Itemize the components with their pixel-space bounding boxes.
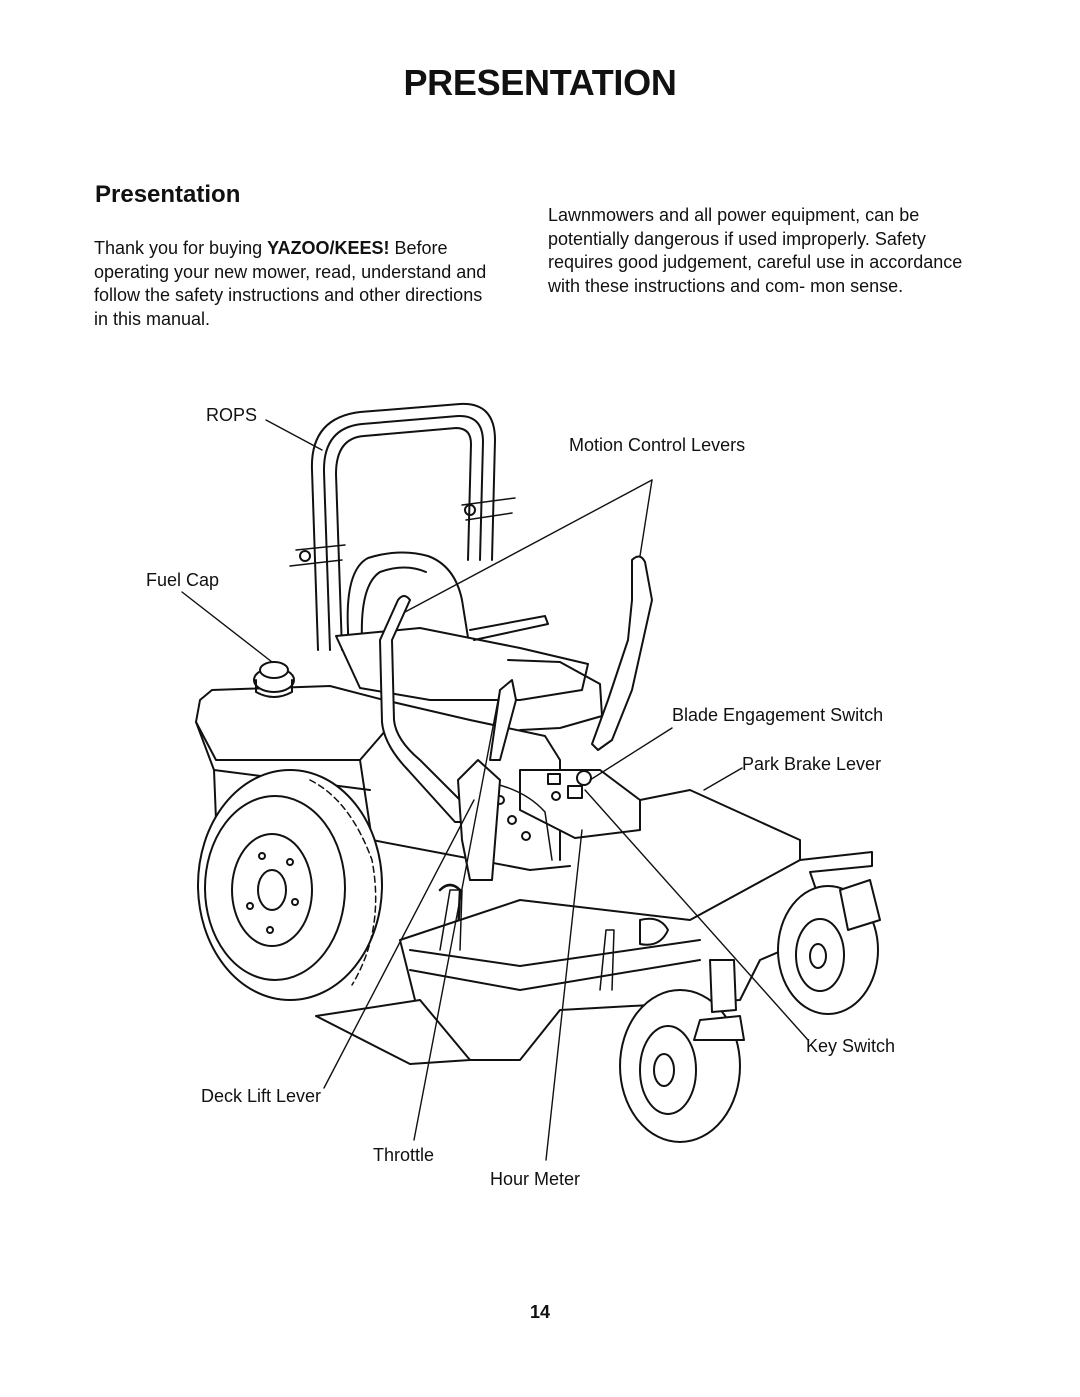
label-park-brake-lever: Park Brake Lever: [742, 754, 882, 774]
intro-paragraph: Thank you for buying YAZOO/KEES! Before …: [94, 237, 494, 331]
label-motion-control-levers: Motion Control Levers: [569, 435, 746, 455]
mower-illustration: [181, 402, 881, 1161]
mower-body: [195, 661, 571, 871]
brand-name: YAZOO/KEES!: [267, 238, 390, 258]
section-title: Presentation: [95, 181, 241, 208]
control-console: [379, 555, 653, 937]
label-rops: ROPS: [206, 405, 258, 425]
mower-deck: [315, 789, 873, 1065]
mower-diagram: ROPS Motion Control Levers Fuel Cap Blad…: [0, 380, 1080, 1210]
front-caster-wheels: [619, 879, 881, 1143]
safety-paragraph: Lawnmowers and all power equipment, can …: [548, 205, 963, 296]
intro-text-end: Before operating your new mower, read, u…: [94, 238, 487, 329]
rear-wheel: [197, 769, 383, 1001]
label-fuel-cap: Fuel Cap: [146, 570, 220, 590]
leader-lines: [181, 419, 809, 1161]
label-key-switch: Key Switch: [806, 1036, 896, 1056]
rops-bar: [289, 402, 516, 651]
label-throttle: Throttle: [373, 1145, 435, 1165]
label-blade-engagement-switch: Blade Engagement Switch: [672, 705, 884, 725]
intro-text-start: Thank you for buying: [94, 238, 268, 258]
page-number: 14: [529, 1302, 551, 1322]
label-deck-lift-lever: Deck Lift Lever: [201, 1086, 322, 1106]
label-hour-meter: Hour Meter: [490, 1169, 581, 1189]
page-title: PRESENTATION: [403, 62, 677, 103]
